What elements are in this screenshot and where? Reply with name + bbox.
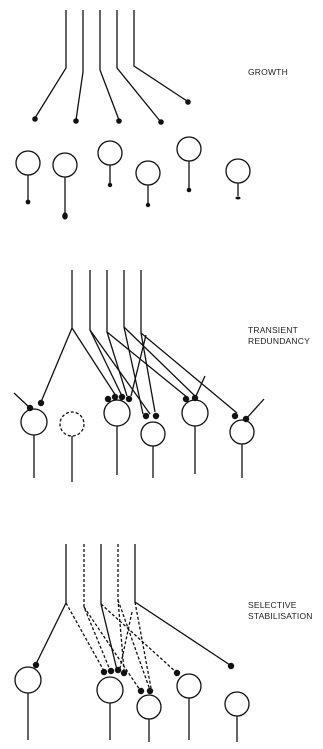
stage-label-line: TRANSIENT <box>248 325 298 335</box>
transient-neurons <box>20 399 255 482</box>
synapse <box>227 662 235 670</box>
selective-neuron-5 <box>224 691 250 742</box>
selective-synapses <box>32 661 235 695</box>
selective-stabilisation-stage <box>14 544 250 742</box>
selective-axons <box>35 544 231 691</box>
synapse <box>120 669 128 677</box>
selective-neurons <box>14 666 250 742</box>
synapse <box>137 687 145 695</box>
growth-axon-4 <box>116 10 161 122</box>
growth-axon-2 <box>75 10 84 121</box>
transient-neuron-5 <box>181 399 209 474</box>
synapse <box>142 412 150 420</box>
selective-neuron-2 <box>96 676 124 740</box>
growth-cone-5 <box>185 99 191 105</box>
selective-axon-4-cross-retracted <box>119 611 133 669</box>
transient-axon-2-main <box>89 270 123 397</box>
stage-label-selective-stabilisation: SELECTIVE STABILISATION <box>248 600 313 622</box>
synapse <box>152 412 160 420</box>
growth-neuron-3 <box>97 140 123 188</box>
synapse <box>118 393 126 401</box>
growth-cones <box>32 99 191 125</box>
selective-axon-3-retracted <box>100 603 178 674</box>
selective-axon-5-main <box>134 544 231 666</box>
transient-stray-fibre-right <box>245 398 265 420</box>
synapse <box>107 667 115 675</box>
growth-axon-5 <box>133 10 188 102</box>
transient-neuron-6 <box>229 419 255 478</box>
transient-axon-1-branch <box>71 327 117 397</box>
selective-neuron-3 <box>136 694 162 742</box>
transient-axon-3-branch <box>106 331 189 399</box>
growth-cone-4 <box>158 119 164 125</box>
growth-neurons <box>15 136 251 220</box>
stage-label-transient-redundancy: TRANSIENT REDUNDANCY <box>248 325 310 347</box>
selective-axon-4-branch-retracted <box>117 599 151 691</box>
synapse <box>125 395 133 403</box>
transient-axon-5-main <box>140 270 238 414</box>
stage-label-line: REDUNDANCY <box>248 336 310 346</box>
transient-neuron-2-dashed <box>59 411 85 482</box>
growth-cone-3 <box>116 118 122 124</box>
selective-neuron-1 <box>14 666 42 740</box>
stage-label-line: GROWTH <box>248 67 288 77</box>
transient-neuron-3 <box>103 399 131 475</box>
transient-stray-fibre-mid <box>195 375 206 397</box>
transient-axon-5-branch <box>140 332 156 413</box>
synapse <box>182 395 190 403</box>
growth-neuron-1 <box>15 150 41 205</box>
synapse <box>104 395 112 403</box>
synapse <box>32 661 40 669</box>
stage-label-line: STABILISATION <box>248 611 313 621</box>
growth-neuron-5 <box>176 136 202 193</box>
synapse <box>173 669 181 677</box>
transient-redundancy-stage <box>13 270 265 482</box>
synapse <box>111 393 119 401</box>
synapse <box>231 412 239 420</box>
growth-neuron-2 <box>52 152 78 220</box>
selective-axon-5-retracted <box>134 601 152 689</box>
stage-label-line: SELECTIVE <box>248 600 297 610</box>
growth-axons <box>34 10 188 122</box>
growth-neuron-4 <box>135 160 161 208</box>
synapse <box>100 668 108 676</box>
transient-axon-1-main <box>40 270 73 403</box>
selective-neuron-4 <box>176 673 202 740</box>
transient-axon-4-branch-b <box>130 334 147 397</box>
growth-axon-1 <box>34 10 67 119</box>
transient-axons <box>13 270 265 420</box>
synapse <box>37 399 45 407</box>
selective-axon-3-main <box>100 544 118 671</box>
growth-neuron-6 <box>225 158 251 200</box>
growth-stage <box>15 10 251 220</box>
growth-axon-3 <box>99 10 120 121</box>
stage-label-growth: GROWTH <box>248 67 288 78</box>
selective-axon-1-main <box>35 544 67 665</box>
selective-axon-1-retracted <box>65 602 105 672</box>
transient-neuron-1 <box>20 408 48 478</box>
synapse <box>146 687 154 695</box>
transient-axon-4-branch <box>123 326 196 397</box>
growth-cone-2 <box>73 118 79 124</box>
growth-cone-1 <box>32 116 38 122</box>
selective-axon-2-retracted <box>83 544 111 671</box>
transient-neuron-4 <box>140 421 166 478</box>
synapse <box>114 666 122 674</box>
transient-stray-fibre-left <box>13 392 30 408</box>
